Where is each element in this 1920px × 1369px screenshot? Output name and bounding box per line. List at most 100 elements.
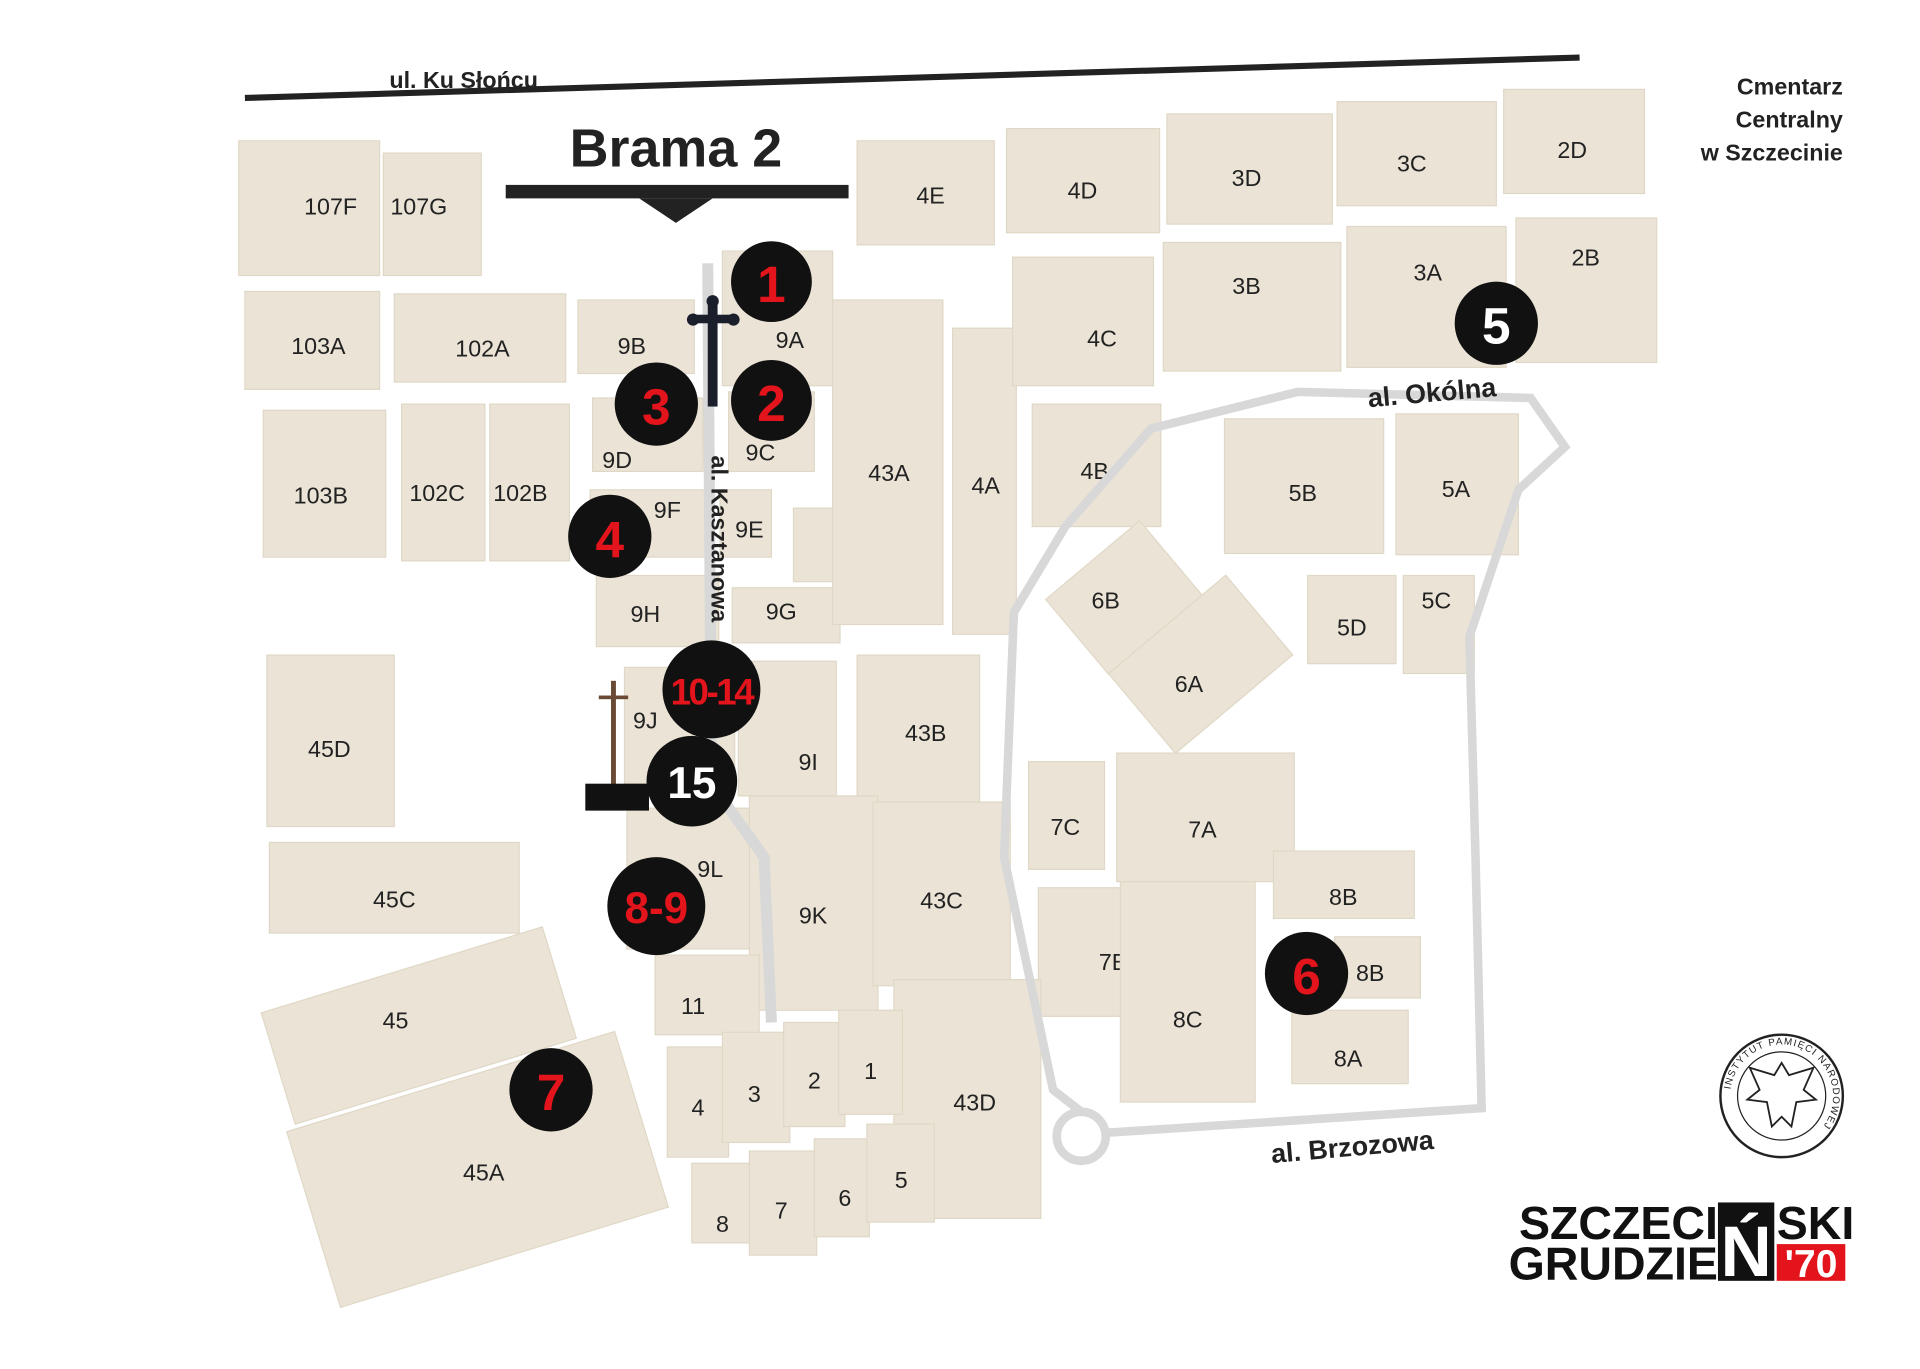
section-107f[interactable]: 107F bbox=[238, 140, 381, 277]
section-103b[interactable]: 103B bbox=[262, 409, 387, 558]
section-8c[interactable]: 8C bbox=[1119, 881, 1256, 1103]
section-area bbox=[577, 299, 695, 375]
section-area bbox=[1005, 127, 1161, 234]
section-9h[interactable]: 9H bbox=[595, 574, 720, 648]
section-2[interactable]: 2 bbox=[783, 1021, 846, 1128]
marker-label: 5 bbox=[1482, 297, 1511, 355]
marker-1[interactable]: 1 bbox=[731, 241, 812, 323]
section-label: 9L bbox=[697, 856, 723, 882]
section-label: 8 bbox=[716, 1211, 729, 1237]
section-2d[interactable]: 2D bbox=[1503, 88, 1646, 195]
section-4a[interactable]: 4A bbox=[952, 327, 1017, 635]
section-43a[interactable]: 43A bbox=[832, 299, 944, 626]
section-7[interactable]: 7 bbox=[748, 1150, 818, 1256]
marker-5[interactable]: 5 bbox=[1454, 281, 1538, 365]
section-45d[interactable]: 45D bbox=[266, 654, 395, 828]
section-area bbox=[838, 1009, 904, 1115]
section-9g[interactable]: 9G bbox=[731, 587, 841, 644]
section-label: 102B bbox=[493, 480, 547, 506]
section-area bbox=[731, 587, 841, 644]
section-6b[interactable]: 6B bbox=[1044, 519, 1204, 676]
gate-bar bbox=[505, 184, 849, 199]
section-area bbox=[401, 403, 486, 562]
section-4b[interactable]: 4B bbox=[1031, 403, 1162, 528]
marker-6[interactable]: 6 bbox=[1264, 931, 1349, 1016]
section-area bbox=[1307, 574, 1397, 665]
marker-3[interactable]: 3 bbox=[614, 362, 698, 446]
roundabout bbox=[1052, 1107, 1110, 1166]
section-8b[interactable]: 8B bbox=[1334, 936, 1422, 999]
section-3c[interactable]: 3C bbox=[1336, 101, 1497, 207]
section-7a[interactable]: 7A bbox=[1116, 752, 1295, 883]
section-label: 107F bbox=[304, 193, 357, 219]
section-label: 3C bbox=[1397, 150, 1427, 176]
section-5c[interactable]: 5C bbox=[1402, 574, 1475, 675]
section-area bbox=[1334, 936, 1422, 999]
section-102b[interactable]: 102B bbox=[489, 403, 570, 562]
marker-4[interactable]: 4 bbox=[568, 494, 652, 578]
section-label: 45 bbox=[383, 1008, 409, 1034]
section-area bbox=[813, 1138, 870, 1238]
svg-text:Ń: Ń bbox=[1720, 1213, 1771, 1292]
section-3b[interactable]: 3B bbox=[1162, 241, 1342, 372]
section-2b[interactable]: 2B bbox=[1515, 217, 1658, 364]
marker-circle bbox=[607, 857, 706, 956]
marker-2[interactable]: 2 bbox=[731, 360, 812, 441]
section-102c[interactable]: 102C bbox=[401, 403, 486, 562]
section-4d[interactable]: 4D bbox=[1005, 127, 1161, 234]
marker-circle bbox=[614, 362, 698, 446]
section-label: 9J bbox=[633, 708, 658, 734]
title-line-1: Cmentarz bbox=[1737, 73, 1843, 99]
section-5[interactable]: 5 bbox=[866, 1123, 935, 1223]
marker-label: 7 bbox=[537, 1063, 566, 1121]
section-area bbox=[1107, 574, 1294, 755]
section-4c[interactable]: 4C bbox=[1012, 256, 1155, 387]
section-label: 5 bbox=[895, 1167, 908, 1193]
section-label: 9K bbox=[799, 902, 828, 928]
section-5b[interactable]: 5B bbox=[1223, 418, 1385, 555]
section-area bbox=[872, 801, 1011, 987]
section-45c[interactable]: 45C bbox=[268, 841, 520, 934]
section-label: 9A bbox=[776, 327, 805, 353]
section-5d[interactable]: 5D bbox=[1307, 574, 1397, 665]
section-11[interactable]: 11 bbox=[654, 954, 760, 1036]
crucifix-memorial-icon bbox=[585, 680, 649, 811]
section-102a[interactable]: 102A bbox=[393, 293, 567, 383]
section-label: 6A bbox=[1175, 671, 1204, 697]
section-43b[interactable]: 43B bbox=[856, 654, 981, 803]
section-4[interactable]: 4 bbox=[666, 1046, 730, 1158]
marker-10-14[interactable]: 10-14 bbox=[662, 640, 761, 739]
section-6[interactable]: 6 bbox=[813, 1138, 870, 1238]
section-8a[interactable]: 8A bbox=[1291, 1009, 1409, 1085]
section-3d[interactable]: 3D bbox=[1166, 113, 1333, 225]
section-area bbox=[260, 926, 578, 1125]
section-7c[interactable]: 7C bbox=[1027, 761, 1106, 871]
section-9e[interactable]: 9E bbox=[719, 489, 773, 558]
section-8b[interactable]: 8B bbox=[1272, 850, 1415, 919]
section-103a[interactable]: 103A bbox=[244, 290, 381, 391]
section-label: 4 bbox=[691, 1095, 704, 1121]
section-4e[interactable]: 4E bbox=[856, 140, 995, 246]
section-107g[interactable]: 107G bbox=[382, 152, 482, 277]
section-area bbox=[1027, 761, 1106, 871]
marker-8-9[interactable]: 8-9 bbox=[607, 857, 706, 956]
section-9b[interactable]: 9B bbox=[577, 299, 695, 375]
section-area bbox=[856, 654, 981, 803]
section-area bbox=[654, 954, 760, 1036]
section-label: 11 bbox=[681, 993, 705, 1019]
section-1[interactable]: 1 bbox=[838, 1009, 904, 1115]
section-area bbox=[262, 409, 387, 558]
section-43c[interactable]: 43C bbox=[872, 801, 1011, 987]
section-unnamed[interactable] bbox=[792, 507, 837, 583]
section-3[interactable]: 3 bbox=[721, 1031, 791, 1144]
marker-7[interactable]: 7 bbox=[509, 1048, 593, 1132]
section-45[interactable]: 45 bbox=[260, 926, 578, 1125]
section-label: 1 bbox=[864, 1058, 877, 1084]
street-ku-slocu-line bbox=[244, 54, 1580, 102]
okolna-loop-path bbox=[999, 387, 1571, 1138]
section-8[interactable]: 8 bbox=[691, 1162, 752, 1244]
section-label: 5B bbox=[1289, 480, 1317, 506]
marker-15[interactable]: 15 bbox=[646, 735, 738, 827]
section-6a[interactable]: 6A bbox=[1107, 574, 1294, 755]
